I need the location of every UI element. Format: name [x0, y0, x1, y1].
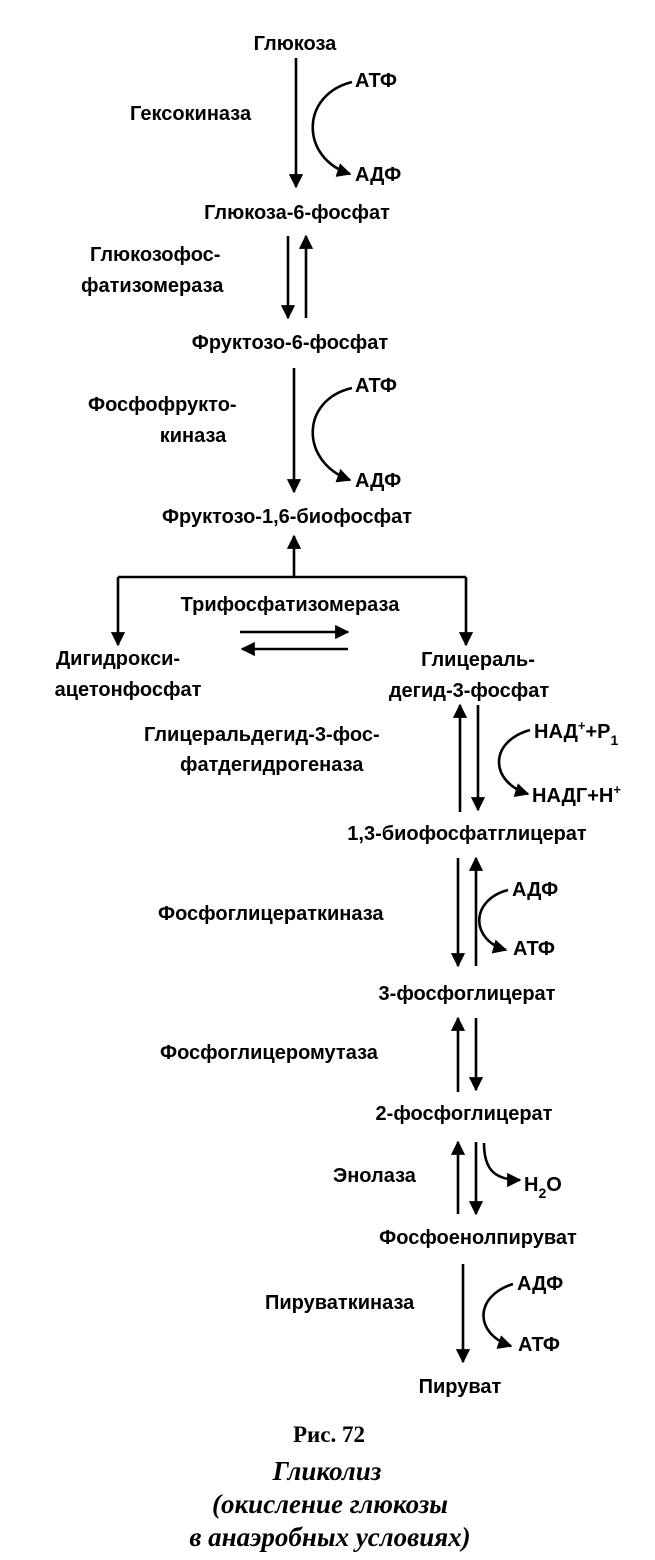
arrow-atp-adp-pfk: [311, 386, 353, 483]
metabolite-3-phosphoglycerate: 3-фосфоглицерат: [379, 983, 556, 1005]
metabolite-1-3-bisphosphoglycerate: 1,3-биофосфатглицерат: [347, 823, 587, 845]
cofactor-adp-in-pk: АДФ: [517, 1273, 563, 1295]
cofactor-adp-out-hexokinase: АДФ: [355, 164, 401, 186]
metabolite-2-phosphoglycerate: 2-фосфоглицерат: [376, 1103, 553, 1125]
metabolite-phosphoenolpyruvate: Фосфоенолпируват: [379, 1227, 577, 1249]
enzyme-glucose-phosphate-isomerase-line2: фатизомераза: [81, 275, 224, 297]
arrow-adp-atp-pgk: [478, 888, 509, 954]
enzyme-glucose-phosphate-isomerase-line1: Глюкозофос-: [90, 244, 220, 266]
enzyme-triosephosphate-isomerase: Трифосфатизомераза: [181, 594, 401, 616]
arrow-water-release: [482, 1142, 522, 1188]
enzyme-gapdh-line1: Глицеральдегид-3-фос-: [144, 724, 380, 746]
enzyme-enolase: Энолаза: [333, 1165, 417, 1187]
cofactor-atp-in-pfk: АТФ: [355, 375, 397, 397]
figure-title: Гликолиз: [272, 1456, 382, 1486]
cofactor-atp-out-pk: АТФ: [518, 1334, 560, 1356]
figure-subtitle-line2: в анаэробных условиях): [189, 1522, 470, 1552]
enzyme-phosphoglycerate-kinase: Фосфоглицераткиназа: [158, 903, 384, 925]
cofactor-atp-in-hexokinase: АТФ: [355, 70, 397, 92]
enzyme-phosphofructokinase-line2: киназа: [160, 425, 227, 447]
arrow-atp-adp-hexokinase: [311, 80, 353, 177]
figure-number: Рис. 72: [293, 1422, 365, 1447]
cofactor-atp-out-pgk: АТФ: [513, 938, 555, 960]
metabolite-glyceraldehyde-3-phosphate-line1: Глицераль-: [421, 649, 535, 671]
figure-subtitle-line1: (окисление глюкозы: [212, 1489, 448, 1519]
arrow-adp-atp-pk: [482, 1282, 514, 1349]
enzyme-gapdh-line2: фатдегидрогеназа: [180, 754, 364, 776]
cofactor-water-out: H2O: [524, 1174, 562, 1201]
metabolite-dihydroxyacetone-phosphate-line2: ацетонфосфат: [55, 679, 202, 701]
enzyme-phosphofructokinase-line1: Фосфофрукто-: [88, 394, 237, 416]
metabolite-pyruvate: Пируват: [419, 1376, 502, 1398]
enzyme-pyruvate-kinase: Пируваткиназа: [265, 1292, 415, 1314]
metabolite-fructose-1-6-biphosphate: Фруктозо-1,6-биофосфат: [162, 506, 412, 528]
enzyme-phosphoglycerate-mutase: Фосфоглицеромутаза: [160, 1042, 379, 1064]
arrow-nad-nadh: [497, 728, 531, 797]
cofactor-nad-in: НАД++P1: [534, 718, 619, 748]
cofactor-nadh-out: НАДГ+Н+: [532, 782, 621, 807]
metabolite-dihydroxyacetone-phosphate-line1: Дигидрокси-: [56, 648, 180, 670]
cofactor-adp-out-pfk: АДФ: [355, 470, 401, 492]
cofactor-adp-in-pgk: АДФ: [512, 879, 558, 901]
metabolite-glucose: Глюкоза: [254, 33, 338, 55]
metabolite-glyceraldehyde-3-phosphate-line2: дегид-3-фосфат: [389, 680, 550, 702]
metabolite-glucose-6-phosphate: Глюкоза-6-фосфат: [204, 202, 390, 224]
metabolite-fructose-6-phosphate: Фруктозо-6-фосфат: [192, 332, 389, 354]
enzyme-hexokinase: Гексокиназа: [130, 103, 252, 125]
